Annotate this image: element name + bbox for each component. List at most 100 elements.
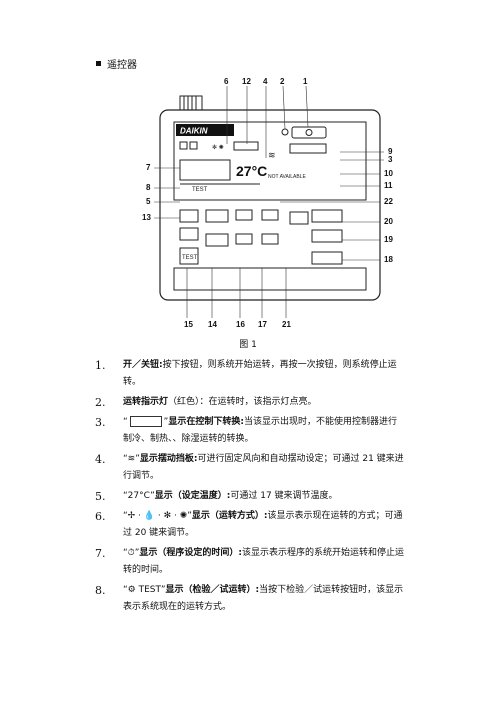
change-over-box: [289, 143, 327, 154]
svg-text:18: 18: [384, 255, 393, 264]
svg-text:16: 16: [236, 320, 245, 329]
power-button[interactable]: [291, 126, 327, 139]
item-text: 该显示表示现在运转的方式；可通过 20 键来调节。: [123, 511, 403, 538]
svg-text:4: 4: [263, 77, 268, 86]
close-quote: ”: [187, 511, 192, 521]
close-quote: ”: [135, 454, 140, 464]
list-item: 1. 开／关钮:按下按钮，则系统开始运转，再按一次按钮，则系统停止运转。: [95, 357, 405, 391]
close-quote: ”: [160, 585, 166, 595]
item-number: 1.: [95, 359, 106, 372]
swing-button[interactable]: [289, 211, 309, 225]
power-icon: [305, 129, 313, 136]
open-quote: “: [123, 491, 128, 501]
program-time-icon: ⏱: [127, 548, 135, 558]
list-item: 2. 运转指示灯（红色）：在运转时，该指示灯点亮。: [95, 394, 405, 411]
item-title: 显示摆动挡板:: [139, 454, 198, 464]
close-quote: ”: [150, 491, 155, 501]
item-number: 8.: [95, 584, 106, 597]
svg-text:17: 17: [258, 320, 267, 329]
item-text: 当按下检验／试运转按钮时，该显示表示系统现在的运转方式。: [123, 585, 404, 612]
test-button-label: TEST: [182, 255, 198, 261]
svg-text:5: 5: [146, 197, 151, 206]
bullet-icon: [96, 61, 101, 66]
item-number: 5.: [95, 490, 106, 503]
item-number: 2.: [95, 396, 106, 409]
item-title: 开／关钮:: [123, 360, 163, 370]
filter-reset-button[interactable]: [311, 251, 343, 265]
svg-text:7: 7: [146, 163, 151, 172]
header: 遥控器: [96, 56, 137, 71]
item-number: 7.: [95, 547, 106, 560]
test-button[interactable]: [179, 247, 199, 265]
list-item: 7. “⏱”显示（程序设定的时间）:该显示表示程序的系统开始运转和停止运转的时间…: [95, 545, 405, 579]
fan-button[interactable]: [179, 227, 199, 241]
svg-text:22: 22: [384, 197, 393, 206]
timer-mode-button[interactable]: [205, 209, 229, 223]
close-quote: ”: [163, 417, 169, 427]
list-item: 5. “27°C”显示（设定温度）:可通过 17 键来调节温度。: [95, 488, 405, 505]
test-indicator: TEST: [192, 187, 208, 193]
item-text: 可进行固定风向和自动摆动设定；可通过 21 键来进行调节。: [123, 454, 404, 481]
item-title: 显示（检验／试运转）:: [165, 585, 260, 595]
brand-bar: [176, 124, 234, 136]
svg-text:1: 1: [303, 77, 308, 86]
list-item: 4. “≋”显示摆动挡板:可进行固定风向和自动摆动设定；可通过 21 键来进行调…: [95, 451, 405, 485]
test-run-icon: ⚙: [127, 585, 139, 595]
timer-display: [179, 159, 231, 181]
bottom-lid: [173, 267, 367, 291]
open-quote: “: [123, 417, 128, 427]
time-down-button[interactable]: [235, 233, 253, 245]
item-title: 显示（程序设定的时间）:: [139, 548, 242, 558]
item-list: 1. 开／关钮:按下按钮，则系统开始运转，再按一次按钮，则系统停止运转。 2. …: [95, 357, 405, 619]
item-text: 该显示表示程序的系统开始运转和停止运转的时间。: [123, 548, 404, 575]
list-item: 8. “⚙ TEST”显示（检验／试运转）:当按下检验／试运转按钮时，该显示表示…: [95, 582, 405, 616]
button-panel: [179, 209, 343, 265]
open-quote: “: [123, 454, 128, 464]
svg-text:3: 3: [388, 155, 393, 164]
svg-text:8: 8: [146, 183, 151, 192]
item-text: 可通过 17 键来调节温度。: [230, 491, 338, 501]
open-quote: “: [123, 548, 128, 558]
operation-mode-icons: ✢ · 💧 · ✻ · ✺: [127, 511, 188, 521]
figure-caption: 图 1: [239, 340, 257, 350]
vent-slots: [179, 95, 203, 111]
temperature-display: 27°C: [236, 163, 267, 179]
item-text: 按下按钮，则系统开始运转，再按一次按钮，则系统停止运转。: [123, 360, 397, 387]
time-up-button[interactable]: [235, 209, 253, 221]
svg-text:21: 21: [282, 320, 291, 329]
test-label: TEST: [138, 585, 161, 595]
item-title: 显示在控制下转换:: [168, 417, 244, 427]
swing-icon: ≋: [268, 150, 276, 160]
list-item: 6. “✢ · 💧 · ✻ · ✺”显示（运转方式）:该显示表示现在运转的方式；…: [95, 508, 405, 542]
temp-up-button[interactable]: [261, 209, 279, 221]
change-over-icon: [129, 416, 162, 427]
item-text: 当该显示出现时，不能使用控制器进行制冷、制热、、除湿运转的转换。: [123, 417, 397, 444]
svg-text:9: 9: [388, 147, 393, 156]
mode-icons: ✻ ✺: [179, 141, 259, 151]
svg-text:14: 14: [208, 320, 217, 329]
fan-speed-button[interactable]: [311, 229, 343, 243]
display-panel: [173, 121, 367, 201]
open-quote: “: [123, 511, 128, 521]
svg-text:✻ ✺: ✻ ✺: [212, 144, 224, 151]
item-title: 运转指示灯: [123, 397, 169, 407]
remote-controller-figure: DAIKIN ✻ ✺ 27°C ≋ NOT AVAILABLE TEST TES…: [142, 77, 393, 329]
temp-down-button[interactable]: [261, 233, 279, 245]
close-quote: ”: [134, 548, 140, 558]
ventilation-button[interactable]: [179, 209, 199, 223]
item-number: 3.: [95, 416, 106, 429]
svg-text:11: 11: [384, 181, 393, 190]
svg-text:10: 10: [384, 169, 393, 178]
svg-text:20: 20: [384, 217, 393, 226]
page-title: 遥控器: [107, 60, 137, 71]
svg-text:12: 12: [242, 77, 251, 86]
item-number: 4.: [95, 453, 106, 466]
item-title: 显示（设定温度）:: [154, 491, 231, 501]
svg-text:19: 19: [384, 235, 393, 244]
timer-on-off-button[interactable]: [205, 233, 229, 247]
list-item: 3. “ ”显示在控制下转换:当该显示出现时，不能使用控制器进行制冷、制热、、除湿…: [95, 414, 405, 448]
svg-text:6: 6: [224, 77, 229, 86]
mode-select-button[interactable]: [311, 209, 343, 223]
brand-logo: DAIKIN: [180, 127, 208, 136]
